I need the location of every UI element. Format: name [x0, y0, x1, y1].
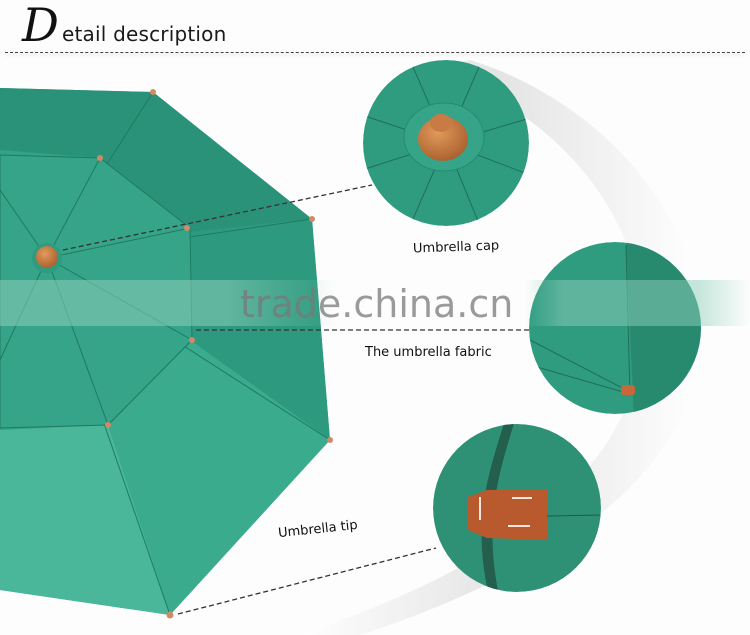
- watermark-text: trade.china.cn: [240, 282, 514, 326]
- header-initial: D: [22, 0, 59, 52]
- detail-circle-cap: [363, 60, 529, 226]
- watermark-band: [0, 280, 750, 326]
- header-title: etail description: [62, 22, 227, 46]
- header-divider: [5, 52, 745, 53]
- detail-circle-fabric: [529, 242, 701, 414]
- umbrella-cap-knob: [36, 246, 58, 268]
- callout-label-fabric: The umbrella fabric: [365, 345, 492, 360]
- callout-leader-lines: [62, 184, 533, 615]
- background-swoosh: [300, 60, 701, 635]
- detail-circle-tip: [433, 424, 601, 592]
- callout-label-cap: Umbrella cap: [412, 238, 500, 257]
